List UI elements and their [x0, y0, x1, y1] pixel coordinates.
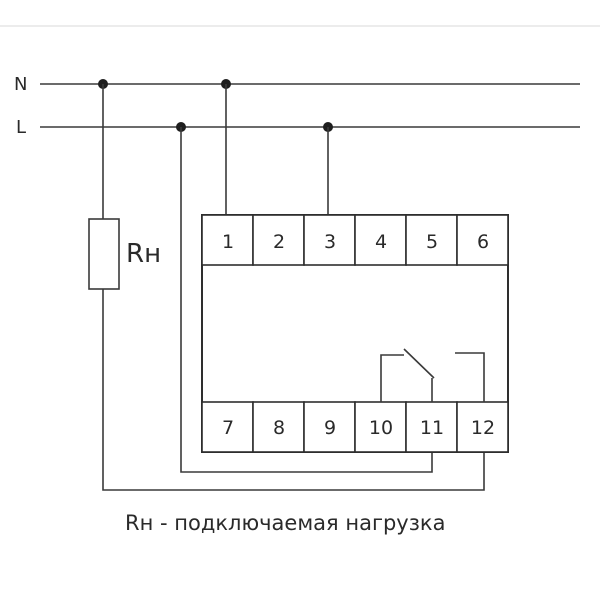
neutral-label: N: [14, 74, 27, 95]
terminal-cell: [201, 214, 254, 266]
contact-no-terminal: [455, 352, 485, 402]
terminal-number: 9: [324, 417, 336, 439]
terminal-cell: [252, 214, 305, 266]
terminal-cell: [303, 401, 356, 453]
terminal-number: 6: [477, 231, 489, 253]
phase-label: L: [16, 117, 26, 138]
terminal-cell: [405, 214, 458, 266]
terminal-cell: [201, 401, 254, 453]
terminal-number: 3: [324, 231, 336, 253]
terminal-number: 7: [222, 417, 234, 439]
terminal-cell: [252, 401, 305, 453]
contact-blade: [403, 348, 435, 379]
terminal-number: 4: [375, 231, 387, 253]
terminal-number: 2: [273, 231, 285, 253]
bottom-terminal-numbers: 7 8 9 10 11 12: [222, 417, 495, 439]
load-label: Rн: [126, 239, 161, 269]
terminal-cell: [405, 401, 458, 453]
caption: Rн - подключаемая нагрузка: [125, 511, 445, 535]
top-terminal-row: [201, 214, 509, 266]
terminal-number: 11: [420, 417, 444, 439]
relay-contact-symbol: [380, 348, 485, 402]
terminal-number: 8: [273, 417, 285, 439]
terminal-cell: [303, 214, 356, 266]
top-terminal-numbers: 1 2 3 4 5 6: [222, 231, 489, 253]
terminal-cell: [354, 401, 407, 453]
wire-phase-to-term11: [180, 127, 433, 473]
terminal-cell: [354, 214, 407, 266]
terminal-cell: [456, 401, 509, 453]
load-resistor: [88, 218, 120, 290]
terminal-number: 5: [426, 231, 438, 253]
wire-load-to-term12: [102, 289, 485, 491]
terminal-cell: [456, 214, 509, 266]
terminal-number: 1: [222, 231, 234, 253]
terminal-number: 10: [369, 417, 393, 439]
terminal-number: 12: [471, 417, 495, 439]
bottom-terminal-row: [201, 401, 509, 453]
contact-nc-terminal: [380, 354, 404, 402]
